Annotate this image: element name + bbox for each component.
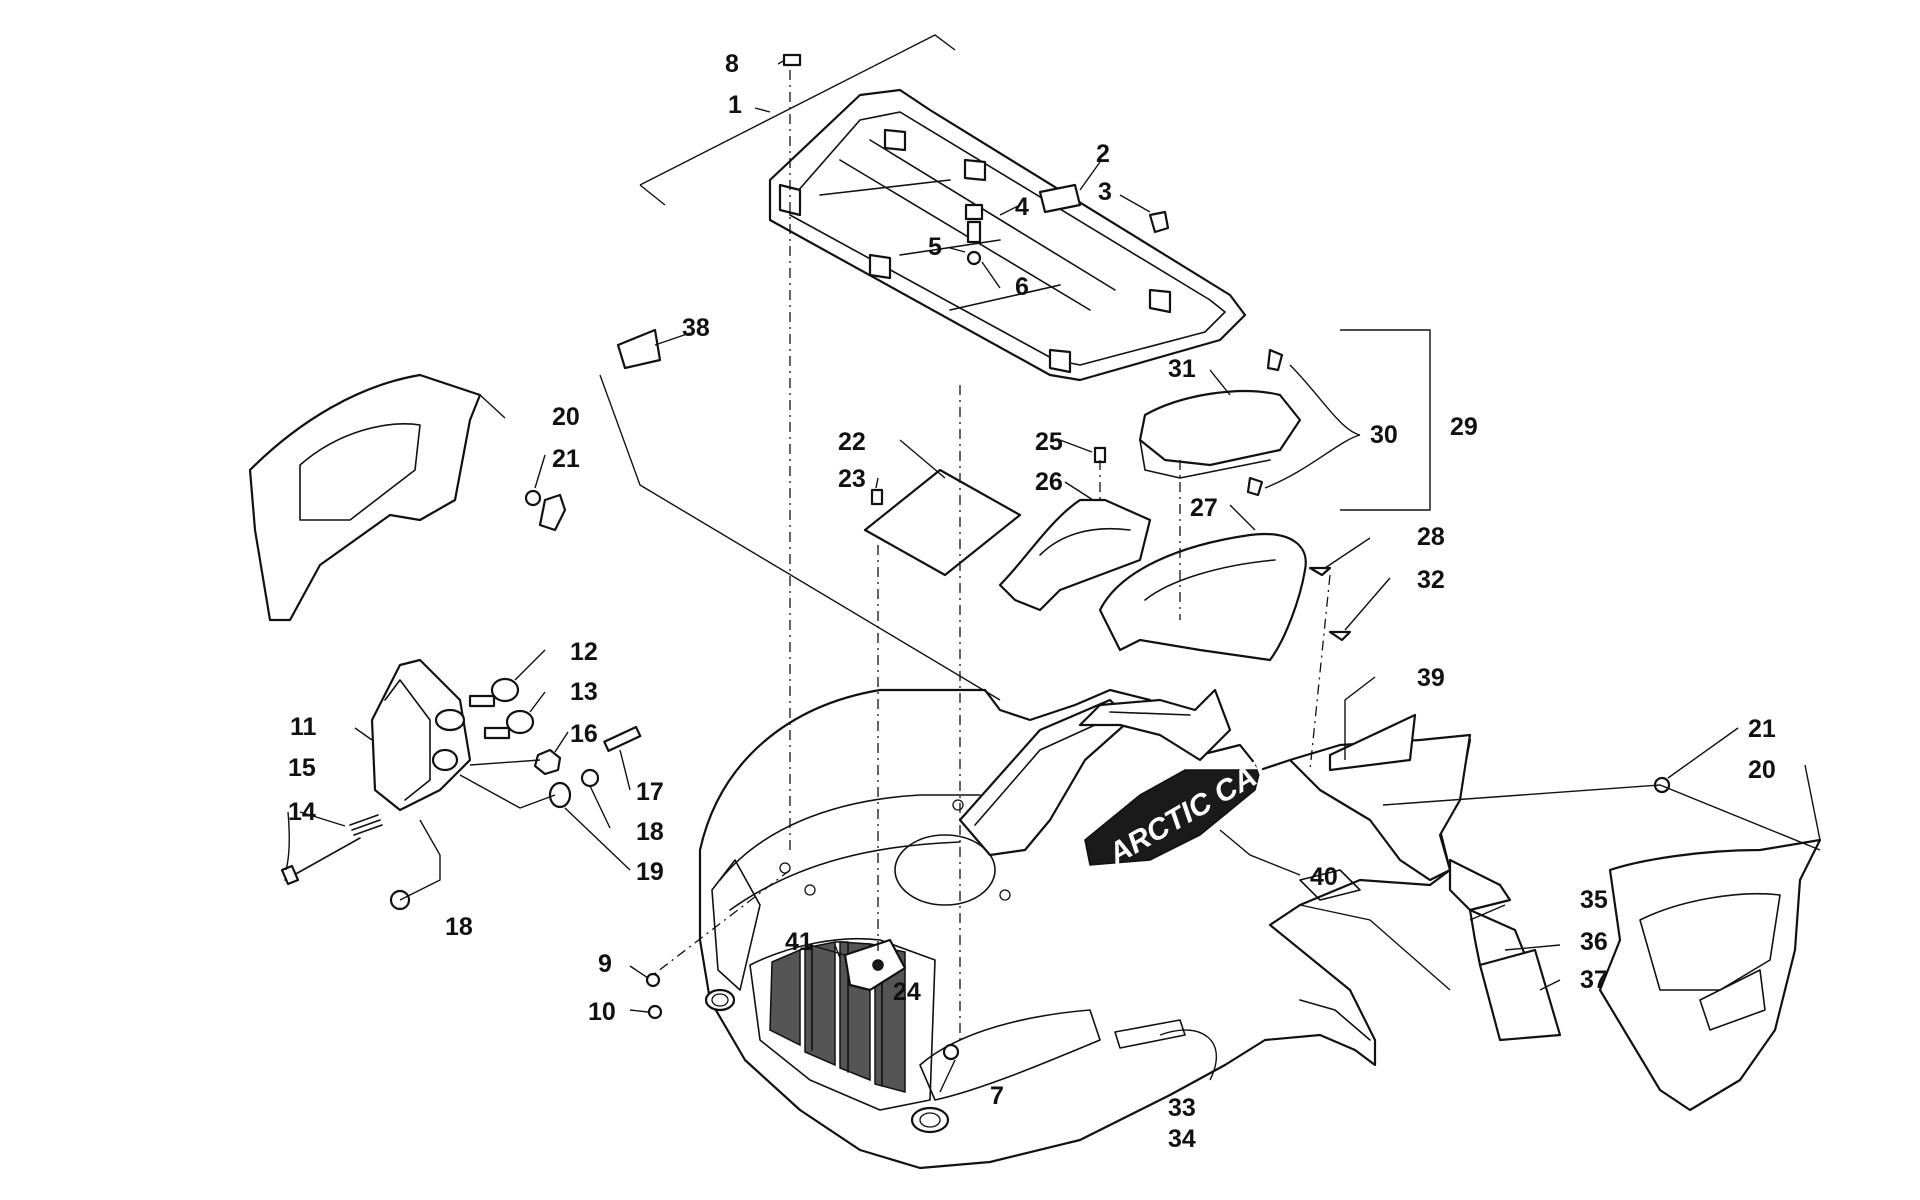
- callout-27: 27: [1190, 494, 1218, 522]
- callout-7: 7: [990, 1082, 1004, 1110]
- callout-19: 19: [636, 858, 664, 886]
- decal-37: [1478, 948, 1562, 1042]
- decal-35: [1448, 858, 1512, 912]
- callout-32: 32: [1417, 566, 1445, 594]
- front-body-panel: ARCTIC CAT: [698, 688, 1472, 1170]
- callout-38: 38: [682, 314, 710, 342]
- callout-4: 4: [1015, 193, 1029, 221]
- storage-tray: [1098, 532, 1307, 662]
- callout-14: 14: [288, 798, 316, 826]
- callout-25: 25: [1035, 428, 1063, 456]
- callout-1: 1: [728, 91, 742, 119]
- callout-2: 2: [1096, 140, 1110, 168]
- callout-labels: 1 2 3 4 5 6 7 8 9 10 11 12 13 14 15 16 1…: [288, 50, 1776, 1153]
- callout-31: 31: [1168, 355, 1196, 383]
- console-bezel: [998, 498, 1152, 612]
- callout-22: 22: [838, 428, 866, 456]
- callout-18a: 18: [445, 913, 473, 941]
- callout-13: 13: [570, 678, 598, 706]
- callout-3: 3: [1098, 178, 1112, 206]
- callout-9: 9: [598, 950, 612, 978]
- storage-cover: [1138, 389, 1302, 467]
- callout-36: 36: [1580, 928, 1608, 956]
- callout-6: 6: [1015, 273, 1029, 301]
- callout-40: 40: [1310, 863, 1338, 891]
- callout-5: 5: [928, 233, 942, 261]
- callout-24: 24: [893, 978, 921, 1006]
- callout-35: 35: [1580, 886, 1608, 914]
- callout-34: 34: [1168, 1125, 1196, 1153]
- callout-12: 12: [570, 638, 598, 666]
- callout-10: 10: [588, 998, 616, 1026]
- callout-8: 8: [725, 50, 739, 78]
- callout-21-left: 21: [552, 445, 580, 473]
- access-plate: [863, 468, 1022, 577]
- callout-29: 29: [1450, 413, 1478, 441]
- headlight-assembly: [280, 658, 642, 911]
- callout-33: 33: [1168, 1094, 1196, 1122]
- right-fender-panel: [1288, 733, 1822, 1112]
- leader-lines: [399, 34, 1821, 1045]
- callout-39: 39: [1417, 664, 1445, 692]
- callout-leaders: [285, 59, 1821, 1093]
- callout-37: 37: [1580, 966, 1608, 994]
- callout-41: 41: [785, 928, 813, 956]
- callout-21-right: 21: [1748, 715, 1776, 743]
- decal-39: [1328, 713, 1417, 772]
- decal-38: [616, 328, 662, 370]
- callout-15: 15: [288, 754, 316, 782]
- callout-26: 26: [1035, 468, 1063, 496]
- callout-17: 17: [636, 778, 664, 806]
- callout-16: 16: [570, 720, 598, 748]
- callout-20-right: 20: [1748, 756, 1776, 784]
- callout-30: 30: [1370, 421, 1398, 449]
- left-fender-panel: [248, 373, 567, 622]
- callout-20-left: 20: [552, 403, 580, 431]
- rear-rack: [768, 88, 1247, 382]
- callout-11: 11: [290, 713, 317, 741]
- callout-28: 28: [1417, 523, 1445, 551]
- callout-23: 23: [838, 465, 866, 493]
- callout-18b: 18: [636, 818, 664, 846]
- hardware: [524, 53, 1671, 1061]
